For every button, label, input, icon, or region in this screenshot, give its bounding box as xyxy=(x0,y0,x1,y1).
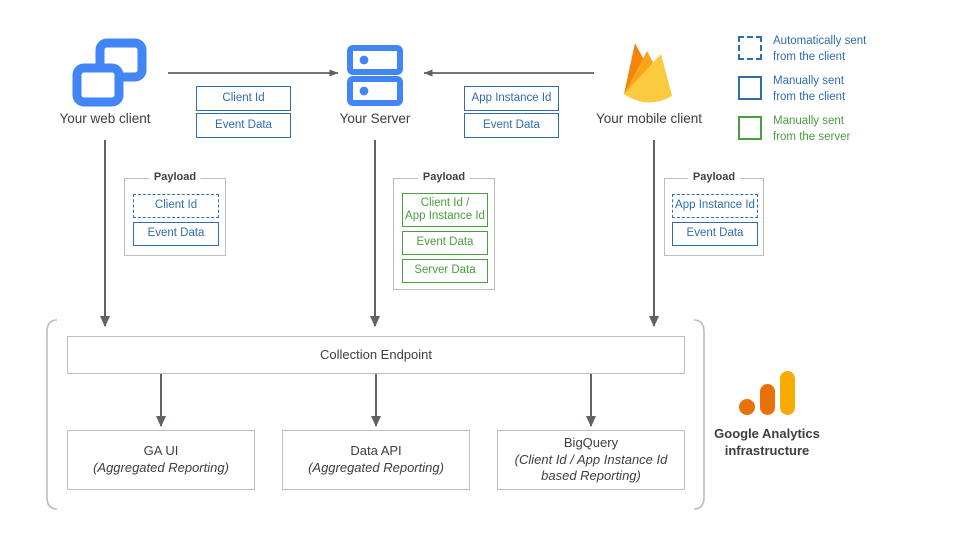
payload-server-item-ids: Client Id / App Instance Id xyxy=(402,193,488,227)
ga-infrastructure-caption: Google Analytics infrastructure xyxy=(687,426,847,460)
payload-server-item-ids-line2: App Instance Id xyxy=(405,210,485,222)
legend-auto-client-line2: from the client xyxy=(773,50,846,63)
chip-web-client-id: Client Id xyxy=(196,86,291,111)
infra-bracket-left xyxy=(46,319,58,510)
output-bigquery-title: BigQuery xyxy=(563,434,619,450)
payload-server-title: Payload xyxy=(417,171,471,183)
ga-caption-line2: infrastructure xyxy=(724,442,810,458)
output-bigquery-subtitle-line1: (Client Id / App Instance Id xyxy=(514,451,668,467)
legend-swatch-manual-server xyxy=(738,116,762,140)
server-rack-icon xyxy=(347,45,403,106)
legend-text-manual-server: Manually sent from the server xyxy=(773,114,850,145)
output-box-ga-ui: GA UI (Aggregated Reporting) xyxy=(67,430,255,490)
browser-windows-icon xyxy=(72,38,147,107)
ga-caption-line1: Google Analytics xyxy=(714,426,820,441)
chip-mobile-event-data: Event Data xyxy=(464,113,559,138)
payload-web: Payload Client Id Event Data xyxy=(124,171,226,256)
server-label: Your Server xyxy=(339,111,411,126)
payload-server-item-event-data: Event Data xyxy=(402,231,488,255)
google-analytics-logo-icon xyxy=(739,371,795,415)
payload-web-item-event-data: Event Data xyxy=(133,222,219,246)
output-ga-ui-subtitle: (Aggregated Reporting) xyxy=(93,460,229,475)
payload-web-title: Payload xyxy=(148,171,202,183)
legend-text-manual-client: Manually sent from the client xyxy=(773,74,845,105)
legend-auto-client-line1: Automatically sent xyxy=(773,35,867,47)
legend-manual-client-line1: Manually sent xyxy=(773,75,844,87)
legend-text-auto-client: Automatically sent from the client xyxy=(773,34,866,65)
web-client-label: Your web client xyxy=(59,111,151,126)
chip-web-event-data: Event Data xyxy=(196,113,291,138)
chip-mobile-app-instance-id: App Instance Id xyxy=(464,86,559,111)
payload-mobile-item-event-data: Event Data xyxy=(672,222,758,246)
collection-endpoint-box: Collection Endpoint xyxy=(67,336,685,374)
infra-bracket-right xyxy=(693,319,705,510)
output-box-bigquery: BigQuery (Client Id / App Instance Id ba… xyxy=(497,430,685,490)
payload-mobile-item-app-instance-id: App Instance Id xyxy=(672,194,758,218)
legend-swatch-manual-client xyxy=(738,76,762,100)
legend-manual-server-line2: from the server xyxy=(773,130,851,143)
payload-web-item-client-id: Client Id xyxy=(133,194,219,218)
legend-manual-client-line2: from the client xyxy=(773,90,846,103)
legend-manual-server-line1: Manually sent xyxy=(773,115,844,127)
output-bigquery-subtitle-line2: based Reporting) xyxy=(541,468,641,484)
output-data-api-title: Data API xyxy=(350,443,402,459)
payload-mobile: Payload App Instance Id Event Data xyxy=(664,171,764,256)
payload-server-item-server-data: Server Data xyxy=(402,259,488,283)
firebase-icon xyxy=(624,43,672,103)
output-ga-ui-title: GA UI xyxy=(143,443,179,459)
collection-endpoint-label: Collection Endpoint xyxy=(319,346,433,362)
legend-swatch-auto-client xyxy=(738,36,762,60)
payload-server-item-ids-line1: Client Id / xyxy=(420,196,470,209)
payload-server: Payload Client Id / App Instance Id Even… xyxy=(393,171,495,290)
output-data-api-subtitle: (Aggregated Reporting) xyxy=(308,460,444,475)
mobile-client-label: Your mobile client xyxy=(595,111,703,126)
payload-mobile-title: Payload xyxy=(687,171,741,183)
output-box-data-api: Data API (Aggregated Reporting) xyxy=(282,430,470,490)
